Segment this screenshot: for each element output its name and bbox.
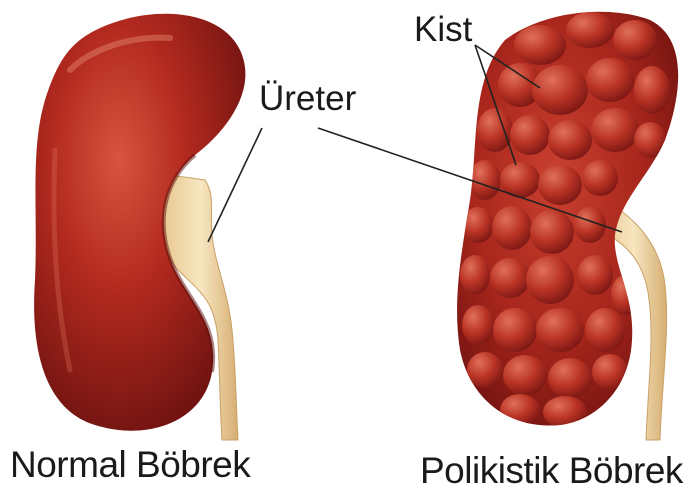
ureter-leader-normal: [208, 128, 262, 242]
caption-normal-kidney: Normal Böbrek: [10, 446, 250, 483]
caption-polycystic-kidney: Polikistik Böbrek: [420, 452, 683, 489]
polycystic-kidney: [457, 12, 678, 428]
normal-kidney: [34, 14, 245, 431]
label-kist: Kist: [414, 12, 472, 47]
label-ureter: Üreter: [259, 81, 356, 116]
